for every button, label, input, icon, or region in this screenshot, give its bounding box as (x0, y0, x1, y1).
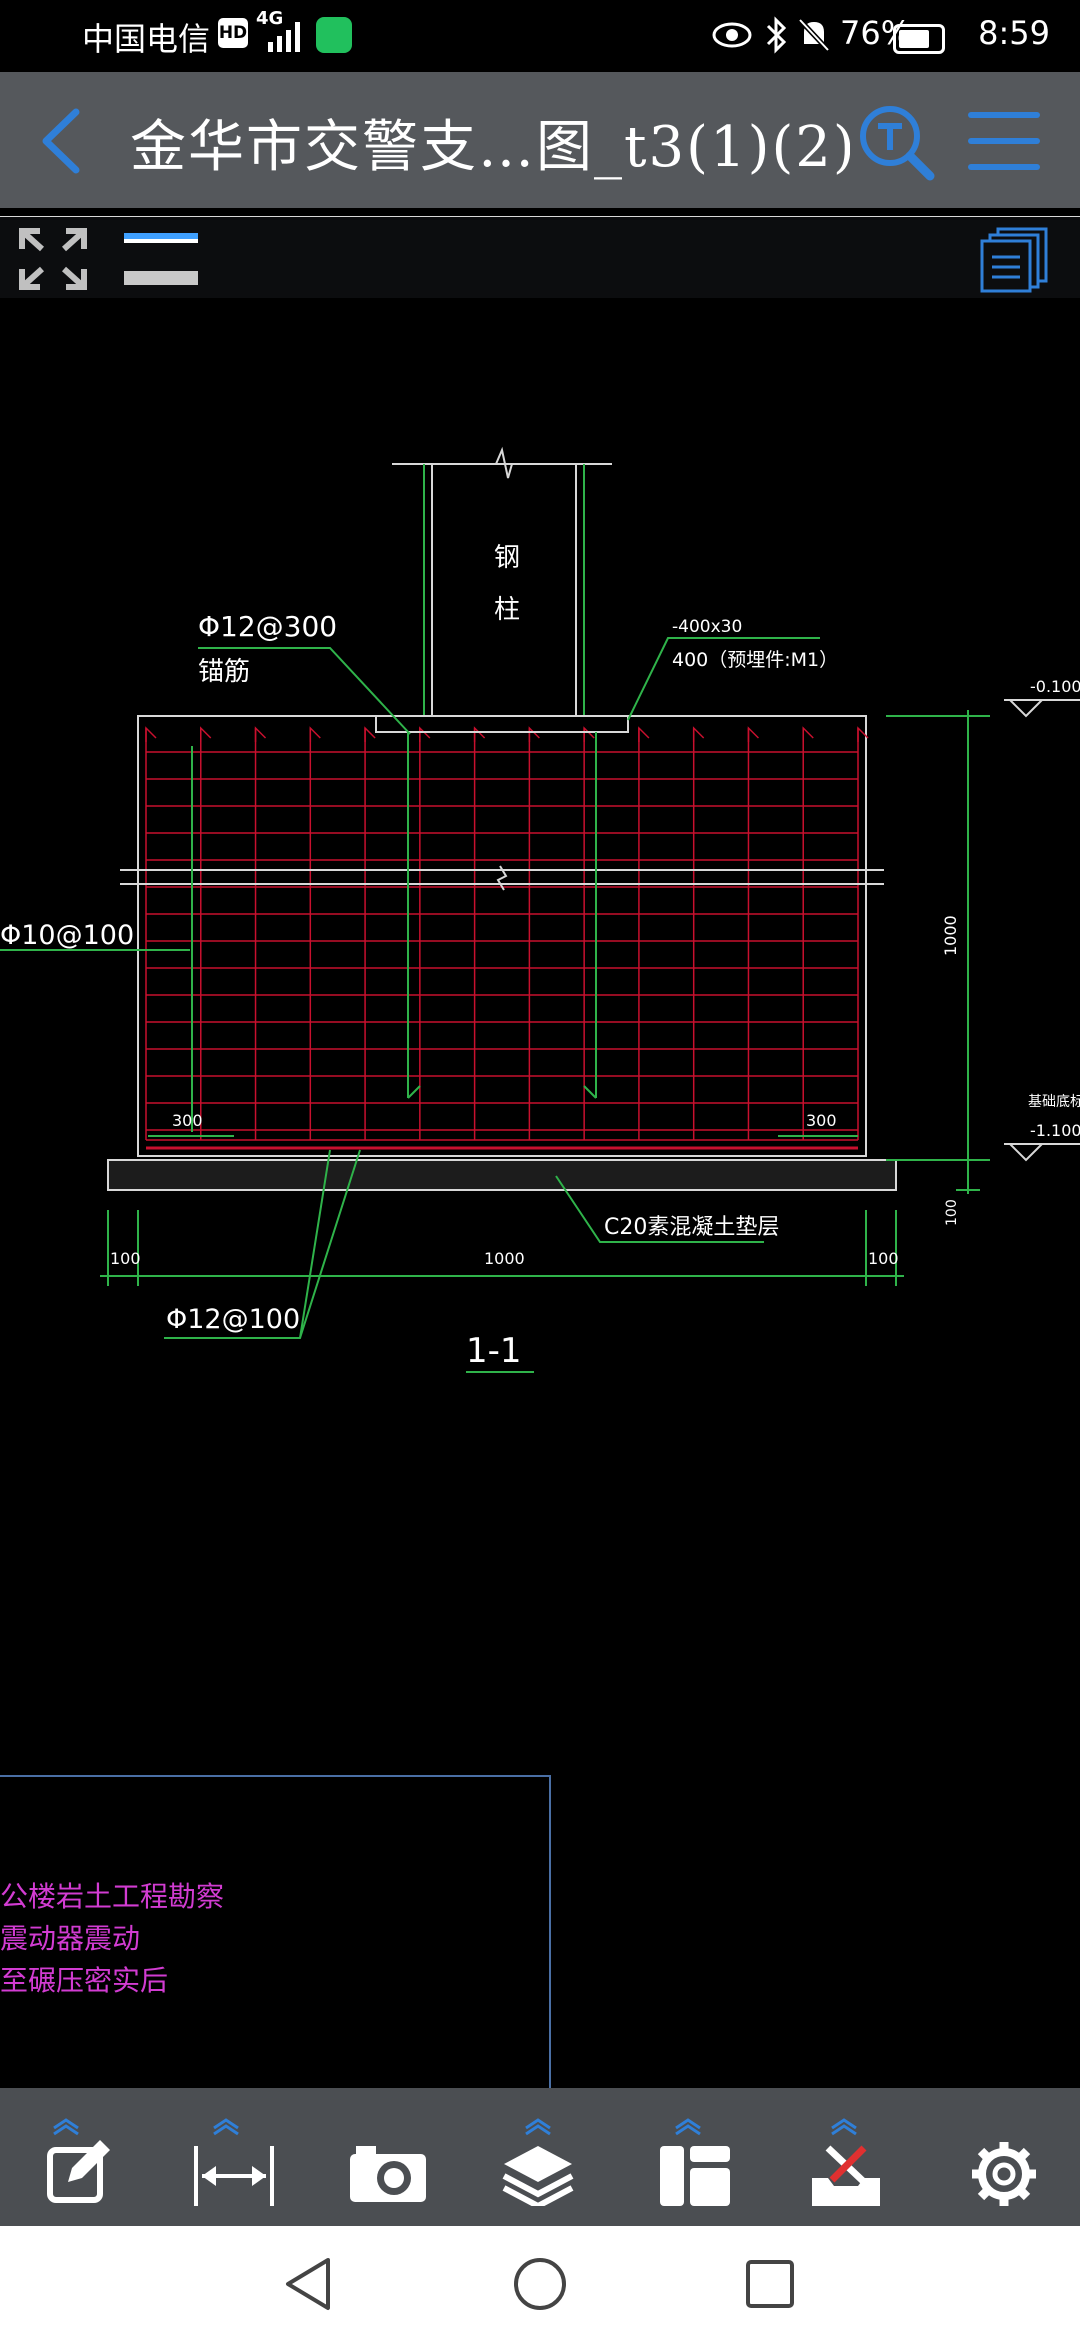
cushion-label: C20素混凝土垫层 (604, 1215, 779, 1240)
dim-1000-horizontal: 1000 (484, 1249, 525, 1268)
rebar-hook (583, 726, 595, 742)
back-arrow-icon[interactable] (36, 106, 84, 176)
mute-bell-icon (798, 18, 830, 52)
rebar-hook (692, 726, 705, 742)
rebar-hook (145, 726, 157, 742)
rebar-hook (802, 726, 814, 742)
embedded-plate (375, 715, 629, 733)
layers-button[interactable] (465, 2088, 615, 2226)
dim-100-left: 100 (110, 1249, 141, 1268)
edit-button[interactable] (3, 2088, 153, 2226)
rebar-hook (364, 726, 376, 742)
panels-button[interactable] (619, 2088, 769, 2226)
view-toolbar (0, 216, 1080, 300)
dim-300-right: 300 (806, 1111, 837, 1130)
dim-100-right: 100 (868, 1249, 899, 1268)
rebar-hook (747, 726, 759, 742)
title-block-border (0, 1775, 551, 2088)
note-line-3: 至碾压密实后 (0, 1964, 168, 1997)
layers-icon (502, 2118, 574, 2206)
column-label-1: 钢 (494, 543, 520, 573)
elevation-top-label: -0.100 (1030, 677, 1080, 696)
plate-note-label: 400（预埋件:M1） (672, 649, 838, 671)
battery-fill (899, 30, 930, 48)
dim-100-vertical: 100 (944, 1199, 960, 1226)
concrete-cushion (107, 1159, 897, 1191)
rebar-grid (145, 726, 869, 1140)
settings-button[interactable] (927, 2088, 1077, 2226)
drawing-canvas[interactable]: 钢 柱 (0, 298, 1080, 2088)
wechat-icon (316, 17, 352, 53)
side-rebar-label: Φ10@100 (0, 920, 134, 951)
panels-icon (660, 2118, 730, 2206)
file-title: 金华市交警支…图_t3(1)(2)(1) (130, 115, 850, 180)
hd-badge: HD (218, 18, 248, 48)
bottom-toolbar (0, 2088, 1080, 2226)
layers-list-icon[interactable] (980, 227, 1050, 293)
carrier-label: 中国电信 (82, 20, 211, 58)
layout-lines-icon[interactable] (122, 231, 202, 287)
app-header: 金华市交警支…图_t3(1)(2)(1) (0, 72, 1080, 208)
gear-icon (972, 2142, 1036, 2206)
rebar-hook (309, 726, 321, 742)
text-search-icon[interactable] (856, 102, 936, 182)
edit-icon (47, 2118, 110, 2203)
measure-button[interactable] (157, 2088, 307, 2226)
rebar-hook (857, 726, 869, 742)
elevation-bottom-label: -1.100 (1030, 1121, 1080, 1140)
cad-drawing: 钢 柱 (0, 446, 1080, 2088)
tools-button[interactable] (773, 2088, 923, 2226)
rebar-hook (200, 726, 212, 742)
bottom-rebar-label: Φ12@100 (166, 1304, 300, 1335)
pedestal-outline (137, 715, 867, 1157)
hamburger-menu-icon[interactable] (966, 108, 1042, 174)
status-bar: 中国电信 HD 4G 76% 8:59 (0, 0, 1080, 72)
tools-icon (812, 2118, 880, 2206)
bluetooth-icon (766, 16, 787, 54)
battery-icon (893, 24, 945, 54)
dim-300-left: 300 (172, 1111, 203, 1130)
camera-icon (350, 2146, 426, 2202)
column-label-2: 柱 (494, 595, 520, 625)
note-line-1: 公楼岩土工程勘察 (0, 1880, 224, 1913)
nav-recent-icon[interactable] (744, 2258, 796, 2310)
camera-button[interactable] (311, 2088, 461, 2226)
signal-icon (268, 22, 300, 52)
dim-1000-vertical: 1000 (941, 915, 960, 956)
section-label: 1-1 (466, 1331, 522, 1371)
eye-icon (712, 22, 752, 48)
plate-size-label: -400x30 (672, 617, 742, 637)
network-label: 4G (256, 8, 284, 29)
rebar-hook (638, 726, 650, 742)
note-line-2: 震动器震动 (0, 1922, 140, 1955)
anchor-label: 锚筋 (198, 657, 250, 687)
rebar-hook (254, 726, 267, 742)
nav-home-icon[interactable] (512, 2256, 568, 2312)
rebar-hook (528, 726, 540, 742)
system-nav-bar (0, 2226, 1080, 2340)
rebar-hook (419, 726, 431, 742)
nav-back-icon[interactable] (282, 2256, 336, 2312)
rebar-hook (473, 726, 486, 742)
elevation-note-label: 基础底标高 (1028, 1093, 1080, 1110)
measure-icon (194, 2118, 274, 2206)
fullscreen-icon[interactable] (18, 227, 88, 291)
anchor-rebar-label: Φ12@300 (198, 610, 337, 643)
clock: 8:59 (978, 14, 1050, 52)
